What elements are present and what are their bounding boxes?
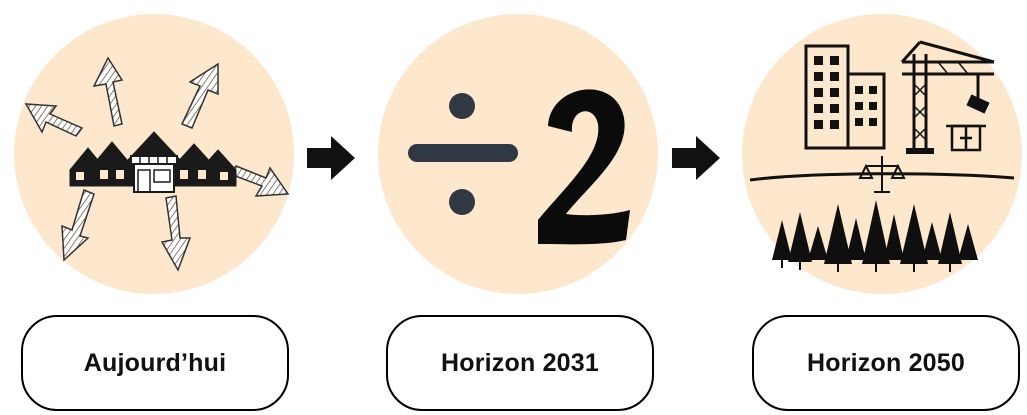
right-arrow-icon <box>670 132 722 184</box>
divide-by-two-icon <box>408 89 630 245</box>
step-circle-2031 <box>378 14 658 294</box>
step-circle-today <box>14 14 294 294</box>
right-arrow-icon <box>305 132 357 184</box>
label-horizon-2050: Horizon 2050 <box>806 348 965 377</box>
label-today: Aujourd’hui <box>83 348 227 377</box>
urban-sprawl-houses-arrows-icon <box>24 56 290 272</box>
label-box-today: Aujourd’hui <box>21 315 289 411</box>
city-balance-forest-icon <box>749 40 1015 272</box>
label-horizon-2031: Horizon 2031 <box>440 348 599 377</box>
label-box-2050: Horizon 2050 <box>752 315 1020 411</box>
label-box-2031: Horizon 2031 <box>386 315 654 411</box>
step-circle-2050 <box>742 14 1022 294</box>
